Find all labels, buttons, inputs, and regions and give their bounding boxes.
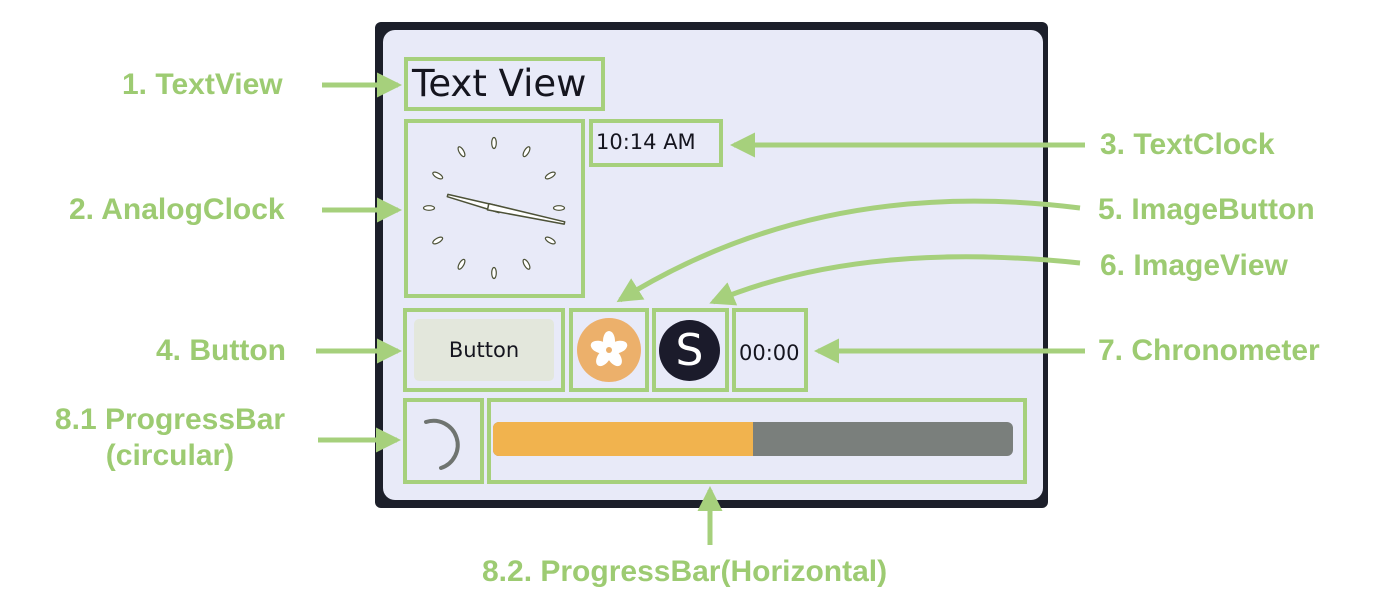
imagebutton-box <box>569 308 649 392</box>
label-progress-circular: 8.1 ProgressBar (circular) <box>30 402 310 474</box>
clock-tick <box>552 205 566 211</box>
horizontal-progress-box <box>487 398 1027 484</box>
arrow-imagebutton <box>616 198 1081 303</box>
arrow-imageview <box>709 254 1081 306</box>
image-button[interactable] <box>577 318 641 382</box>
clock-tick <box>422 205 436 211</box>
textclock-box <box>589 119 723 167</box>
clock-tick <box>457 258 466 270</box>
image-view: S <box>659 320 720 381</box>
label-analogclock: 2. AnalogClock <box>69 193 285 226</box>
demo-button[interactable]: Button <box>414 319 554 381</box>
label-progress-circular-line2: (circular) <box>105 439 235 472</box>
clock-tick <box>544 171 556 180</box>
chronometer: 00:00 <box>739 341 800 365</box>
clock-tick <box>457 146 466 158</box>
imageview-box <box>652 308 729 392</box>
label-button: 4. Button <box>156 334 286 367</box>
textview-box <box>404 57 605 111</box>
clock-tick <box>544 236 556 245</box>
circular-progress-box <box>403 398 484 484</box>
horizontal-progress-bar <box>493 422 1013 456</box>
label-chronometer: 7. Chronometer <box>1098 334 1320 367</box>
bauhinia-flower-icon <box>590 331 628 367</box>
label-imageview: 6. ImageView <box>1100 249 1288 282</box>
button-box <box>403 308 565 392</box>
clock-minute-hand <box>486 202 566 225</box>
analogclock-box <box>404 119 585 298</box>
horizontal-progress-fill <box>493 422 753 456</box>
spinner-arc-icon <box>424 418 460 470</box>
label-progress-horizontal: 8.2. ProgressBar(Horizontal) <box>482 555 888 588</box>
chronometer-box <box>732 308 808 392</box>
label-imagebutton: 5. ImageButton <box>1098 193 1315 226</box>
clock-tick <box>522 258 531 270</box>
text-view: Text View <box>412 62 587 105</box>
clock-tick <box>432 236 444 245</box>
label-progress-circular-line1: 8.1 ProgressBar <box>54 403 286 436</box>
label-textclock: 3. TextClock <box>1100 128 1275 161</box>
clock-tick <box>432 171 444 180</box>
clock-tick <box>491 266 497 280</box>
text-clock: 10:14 AM <box>596 130 696 154</box>
clock-tick <box>522 146 531 158</box>
label-textview: 1. TextView <box>122 68 283 101</box>
clock-tick <box>491 136 497 150</box>
clock-tick-marks <box>422 136 566 280</box>
